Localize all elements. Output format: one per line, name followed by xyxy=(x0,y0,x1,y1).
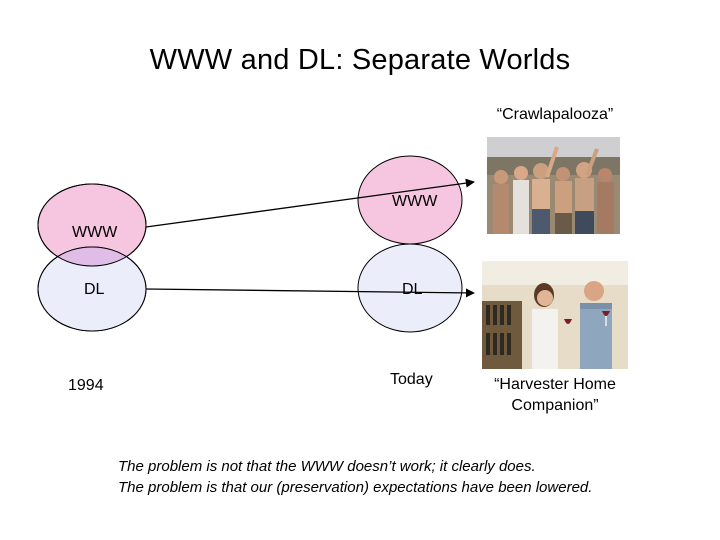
crawlapalooza-caption: “Crawlapalooza” xyxy=(496,106,614,123)
label-www-today: WWW xyxy=(392,193,438,210)
label-today: Today xyxy=(390,371,433,388)
harvester-caption: “Harvester Home Companion” xyxy=(470,374,640,416)
label-dl-1994: DL xyxy=(84,281,105,298)
label-year-1994: 1994 xyxy=(68,377,104,394)
wine-tasting-photo xyxy=(482,261,628,369)
harvester-caption-line1: “Harvester Home xyxy=(494,376,616,393)
label-dl-today: DL xyxy=(402,281,423,298)
dl-arrow xyxy=(145,288,475,298)
footer-text: The problem is not that the WWW doesn’t … xyxy=(118,456,592,498)
dl-circle-today xyxy=(357,243,463,333)
footer-line-1: The problem is not that the WWW doesn’t … xyxy=(118,458,536,475)
footer-line-2: The problem is that our (preservation) e… xyxy=(118,479,593,496)
slide-title: WWW and DL: Separate Worlds xyxy=(149,44,571,76)
harvester-caption-line2: Companion” xyxy=(511,397,599,414)
crowd-photo xyxy=(487,137,620,234)
www-arrow xyxy=(145,178,475,228)
label-www-1994: WWW xyxy=(72,224,118,241)
